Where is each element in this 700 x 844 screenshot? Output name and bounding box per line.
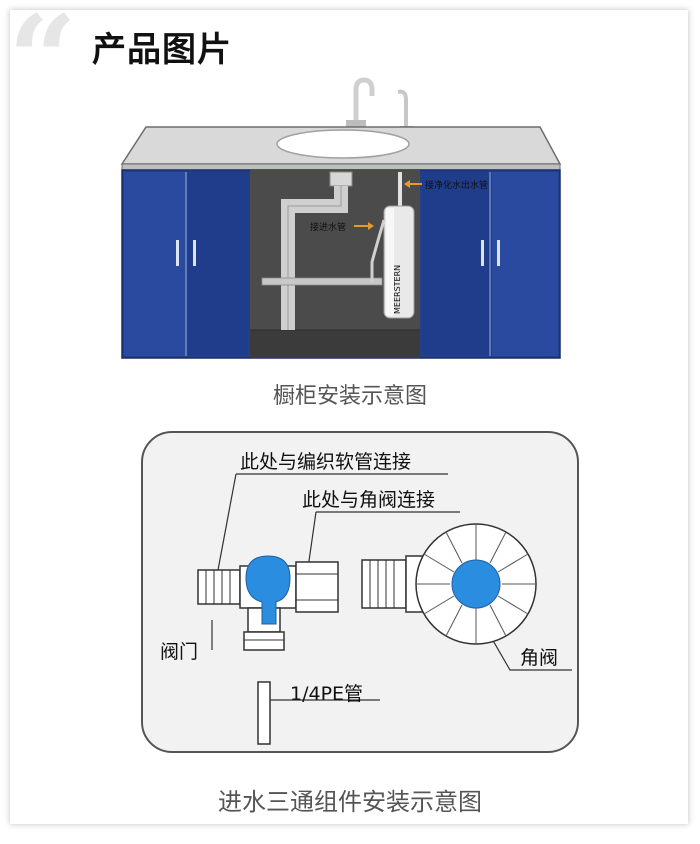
label-angle-valve-connect: 此处与角阀连接 [302,489,435,511]
label-valve: 阀门 [160,641,198,663]
outlet-label: 接净化水出水管 [425,179,488,191]
valve-handle-icon [245,555,291,625]
label-angle-valve: 角阀 [520,647,558,669]
angle-valve-thread [361,555,425,613]
right-doors [422,172,558,356]
tee-caption: 进水三通组件安装示意图 [218,788,482,816]
cabinet-caption: 橱柜安装示意图 [272,384,427,409]
supply-line [261,277,383,286]
cabinet-floor [250,330,420,358]
pe-tube [257,681,271,745]
sink-basin [276,129,410,159]
label-pe-tube: 1/4PE管 [290,683,363,705]
inlet-arrow-icon [354,222,374,230]
drain-pipe [281,171,353,330]
tee-panel [141,431,579,753]
angle-valve-knob-icon [415,523,537,645]
water-filter: MEERSTERN [370,205,415,319]
outlet-arrow-icon [404,180,422,188]
left-doors [124,172,248,356]
filter-brand-label: MEERSTERN [393,265,402,314]
page-title: 产品图片 [92,30,232,70]
inlet-label: 接进水管 [310,221,346,233]
label-braided-hose: 此处与编织软管连接 [240,451,411,473]
